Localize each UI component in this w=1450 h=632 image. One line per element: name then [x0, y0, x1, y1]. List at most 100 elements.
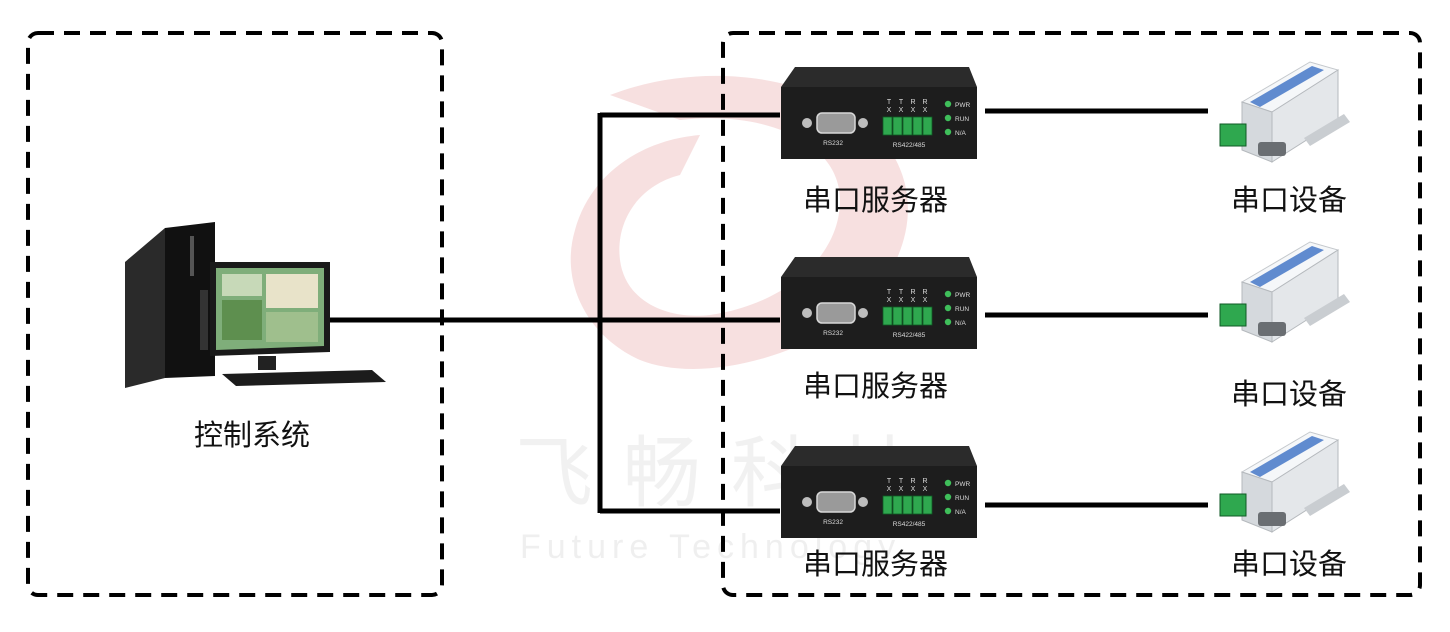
terminal-label: RS422/485 [893, 142, 926, 149]
rs232-port-icon [816, 302, 856, 324]
led-label: PWR [955, 481, 970, 488]
port-screw-icon [802, 308, 812, 318]
mount-bracket-icon [1304, 484, 1350, 516]
keyboard [222, 370, 386, 386]
terminal-pin-label: T [887, 478, 892, 485]
serial-device-1 [1219, 61, 1350, 163]
rs232-port-icon [816, 112, 856, 134]
serial-device-2 [1219, 241, 1350, 343]
led-label: PWR [955, 102, 970, 109]
terminal-pin-label: T [887, 99, 892, 106]
led-label: N/A [955, 320, 967, 327]
terminal-pin-label: T [899, 99, 904, 106]
device-stripe [1250, 246, 1324, 287]
led-label: RUN [955, 306, 969, 313]
port-screw-icon [858, 497, 868, 507]
terminal-pin-label: X [923, 297, 928, 304]
server-top-face [781, 257, 977, 277]
terminal-pin-label: X [911, 107, 916, 114]
terminal-pin-icon [882, 116, 893, 136]
terminal-label: RS422/485 [893, 332, 926, 339]
monitor-stand [258, 356, 276, 370]
terminal-pin-label: X [887, 297, 892, 304]
terminal-pin-icon [902, 116, 913, 136]
terminal-pin-label: X [911, 297, 916, 304]
device-1-label: 串口设备 [1231, 183, 1348, 217]
server-front-face [781, 466, 977, 538]
device-terminal-icon [1219, 123, 1247, 147]
serial-devices [1219, 61, 1350, 533]
terminal-pin-label: R [922, 289, 927, 296]
led-label: RUN [955, 116, 969, 123]
server-front-face [781, 277, 977, 349]
terminal-pin-label: X [923, 107, 928, 114]
terminal-label: RS422/485 [893, 521, 926, 528]
terminal-pin-icon [902, 306, 913, 326]
led-label: N/A [955, 509, 967, 516]
terminal-pin-label: R [922, 478, 927, 485]
device-db9-port-icon [1258, 512, 1286, 526]
terminal-pin-label: X [911, 486, 916, 493]
server-3-label: 串口服务器 [803, 547, 949, 581]
device-2-label: 串口设备 [1231, 377, 1348, 411]
port-label: RS232 [823, 519, 843, 526]
port-screw-icon [858, 308, 868, 318]
status-led-icon [944, 318, 952, 326]
port-label: RS232 [823, 140, 843, 147]
device-terminal-icon [1219, 303, 1247, 327]
server-1-label: 串口服务器 [803, 183, 949, 217]
status-led-icon [944, 479, 952, 487]
terminal-pin-icon [922, 116, 933, 136]
status-led-icon [944, 290, 952, 298]
terminal-pin-label: X [887, 107, 892, 114]
desktop-computer-icon [125, 222, 386, 388]
terminal-pin-icon [892, 495, 903, 515]
terminal-pin-icon [912, 306, 923, 326]
terminal-pin-label: T [899, 289, 904, 296]
terminal-pin-label: X [899, 486, 904, 493]
control-group-box [26, 31, 444, 597]
connection-lines [330, 108, 1208, 514]
port-screw-icon [802, 118, 812, 128]
terminal-pin-icon [912, 495, 923, 515]
device-db9-port-icon [1258, 142, 1286, 156]
mount-bracket-icon [1304, 114, 1350, 146]
server-top-face [781, 67, 977, 87]
terminal-pin-icon [882, 306, 893, 326]
port-screw-icon [802, 497, 812, 507]
status-led-icon [944, 493, 952, 501]
terminal-pin-label: R [910, 99, 915, 106]
port-label: RS232 [823, 330, 843, 337]
status-led-icon [944, 128, 952, 136]
terminal-pin-icon [922, 306, 933, 326]
terminal-pin-label: T [899, 478, 904, 485]
led-label: N/A [955, 130, 967, 137]
mount-bracket-icon [1304, 294, 1350, 326]
serial-device-3 [1219, 431, 1350, 533]
device-stripe [1250, 66, 1324, 107]
led-label: RUN [955, 495, 969, 502]
terminal-pin-icon [892, 306, 903, 326]
status-led-icon [944, 304, 952, 312]
server-2-label: 串口服务器 [803, 369, 949, 403]
server-group-box [721, 31, 1422, 597]
terminal-pin-label: X [899, 107, 904, 114]
terminal-pin-label: T [887, 289, 892, 296]
port-screw-icon [858, 118, 868, 128]
server-top-face [781, 446, 977, 466]
pc-tower-side [125, 228, 165, 388]
status-led-icon [944, 100, 952, 108]
device-db9-port-icon [1258, 322, 1286, 336]
status-led-icon [944, 507, 952, 515]
terminal-pin-icon [912, 116, 923, 136]
terminal-pin-label: R [922, 99, 927, 106]
terminal-pin-icon [902, 495, 913, 515]
terminal-pin-label: X [899, 297, 904, 304]
status-led-icon [944, 114, 952, 122]
terminal-pin-icon [882, 495, 893, 515]
